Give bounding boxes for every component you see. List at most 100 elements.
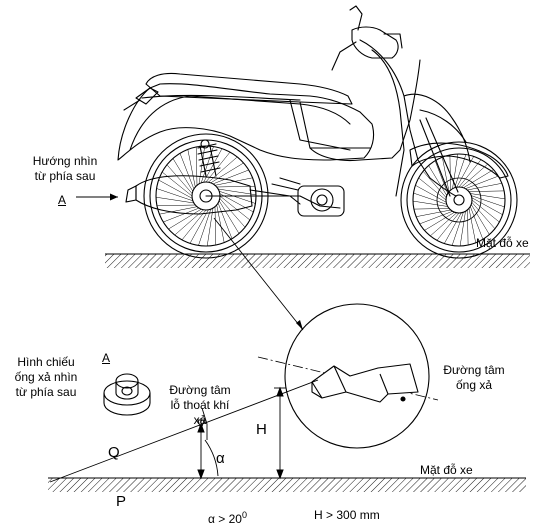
- spoke: [470, 193, 506, 200]
- ground-bottom: [48, 477, 526, 492]
- angle-condition-label: α > 200: [208, 508, 247, 524]
- angle-geometry: [49, 379, 319, 483]
- spoke: [218, 190, 256, 204]
- rear-wheel-spokes: [155, 145, 257, 247]
- spoke: [412, 200, 448, 207]
- spoke: [179, 153, 195, 190]
- front-body: [359, 39, 457, 197]
- spoke: [195, 146, 198, 186]
- detail-leader-line: [213, 217, 304, 331]
- spoke: [456, 156, 474, 188]
- projection-shape: [103, 373, 151, 416]
- spoke: [422, 171, 447, 198]
- spoke: [436, 212, 460, 241]
- projection-marker-label: A: [102, 351, 111, 365]
- spoke: [449, 154, 451, 191]
- ground-top: [105, 253, 530, 268]
- exhaust-muffler: [135, 175, 253, 215]
- spoke: [168, 208, 202, 230]
- point-p-label: P: [116, 493, 127, 510]
- spoke: [442, 156, 450, 192]
- spoke: [465, 175, 499, 189]
- spoke: [451, 211, 464, 246]
- handlebar: [351, 26, 399, 59]
- spoke: [415, 185, 447, 203]
- outlet-center-label-3: xả: [193, 413, 207, 427]
- view-direction-label-1: Hướng nhìn: [32, 154, 98, 168]
- view-marker-label: A: [58, 193, 67, 207]
- spoke: [461, 163, 488, 188]
- spoke: [434, 160, 448, 194]
- spoke: [218, 200, 240, 234]
- height-condition-label: H > 300 mm: [314, 508, 380, 522]
- spoke: [444, 212, 462, 244]
- spoke: [156, 188, 194, 202]
- frame: [299, 59, 421, 162]
- spoke: [419, 211, 453, 225]
- spoke: [156, 204, 196, 207]
- spoke: [155, 196, 195, 204]
- view-arrow: [76, 193, 118, 201]
- spoke: [468, 208, 476, 244]
- spoke: [470, 204, 490, 235]
- spoke: [471, 202, 496, 229]
- outlet-center-label-1: Đường tâm: [169, 383, 231, 397]
- front-wheel-spokes: [412, 153, 506, 247]
- spoke: [217, 188, 257, 196]
- rear-body: [117, 83, 375, 161]
- spoke: [189, 209, 209, 244]
- projection-label-1: Hình chiếu: [17, 355, 75, 369]
- spoke: [214, 206, 217, 246]
- spoke: [458, 159, 482, 188]
- spoke: [219, 193, 254, 213]
- spoke: [219, 195, 251, 221]
- spoke: [163, 207, 200, 223]
- spoke: [198, 208, 212, 246]
- seat: [145, 72, 353, 105]
- spoke: [159, 206, 198, 215]
- spoke: [216, 204, 225, 243]
- spoke: [216, 185, 256, 188]
- engine: [271, 177, 345, 217]
- rear-shock: [197, 139, 221, 177]
- detail-circle: [284, 303, 430, 449]
- spoke: [187, 149, 196, 188]
- angle-symbol: α: [216, 450, 225, 467]
- swing-arm: [205, 195, 341, 209]
- spoke: [415, 209, 451, 217]
- spoke: [172, 158, 194, 192]
- view-direction-label-2: từ phía sau: [34, 169, 96, 183]
- angle-degree: 0: [241, 510, 247, 520]
- ground-bottom-label: Mặt đỗ xe: [420, 463, 473, 477]
- spoke: [424, 211, 455, 231]
- spoke: [471, 199, 500, 223]
- angle-condition-text: α > 20: [208, 512, 242, 524]
- spoke: [428, 165, 448, 196]
- spoke: [418, 177, 447, 201]
- point-q-label: Q: [108, 444, 120, 461]
- spoke: [166, 164, 193, 194]
- spoke: [430, 212, 457, 237]
- spoke: [468, 190, 505, 192]
- spoke: [463, 169, 494, 189]
- spoke: [206, 207, 214, 247]
- exhaust-pipe-detail: [311, 363, 419, 403]
- spoke: [212, 169, 249, 185]
- spoke: [210, 162, 244, 184]
- spoke: [454, 154, 467, 189]
- spoke: [217, 202, 233, 239]
- spoke: [459, 211, 466, 247]
- pipe-center-label-2: ống xả: [455, 378, 493, 392]
- projection-label-3: từ phía sau: [15, 385, 77, 399]
- spoke: [471, 197, 503, 215]
- spoke: [470, 195, 505, 208]
- outlet-center-label-2: lỗ thoát khí: [170, 398, 230, 412]
- motorcycle-drawing: [117, 5, 518, 259]
- spoke: [452, 153, 459, 189]
- ground-top-label: Mặt đỗ xe: [476, 236, 529, 250]
- front-fork: [419, 117, 459, 197]
- spoke: [467, 209, 469, 246]
- spoke: [467, 183, 503, 191]
